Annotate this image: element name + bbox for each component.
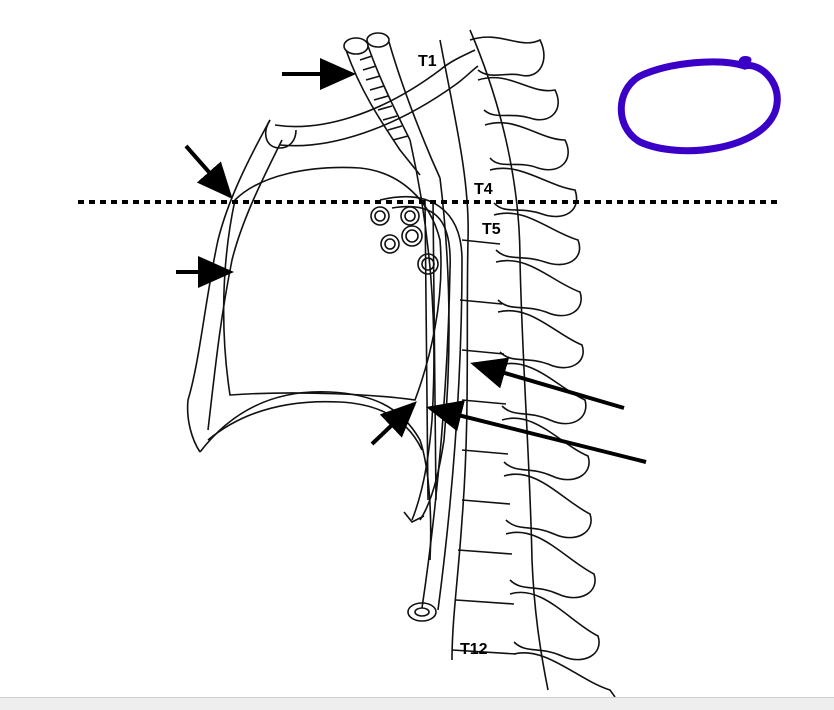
- trachea: [343, 32, 441, 179]
- hilar-vessels: [370, 206, 439, 275]
- arrow-sternal-angle: [184, 144, 233, 200]
- vertebra-6: [495, 259, 582, 317]
- spine-anterior-border: [439, 39, 469, 661]
- spine-posterior-border: [469, 29, 549, 691]
- vertebra-3: [484, 121, 569, 171]
- vertebral-column: [439, 29, 616, 698]
- arrow-aorta: [470, 357, 625, 410]
- arrow-thoracic-duct: [426, 400, 647, 464]
- vertebra-4: [489, 167, 578, 218]
- vertebra-13: [513, 652, 616, 698]
- label-t12: T12: [460, 641, 488, 658]
- vertebra-8: [499, 362, 587, 425]
- pointer-arrows: [176, 58, 647, 464]
- vertebra-10: [503, 473, 592, 539]
- lung: [222, 166, 442, 401]
- vertebra-9: [501, 417, 590, 481]
- vertebra-7: [497, 309, 584, 369]
- vertebra-12: [509, 591, 600, 661]
- annotation-circle: [617, 56, 781, 155]
- label-t5: T5: [482, 221, 501, 238]
- label-t4: T4: [474, 181, 493, 198]
- chest-wall: [186, 119, 432, 561]
- bottom-scrollbar[interactable]: [0, 697, 834, 710]
- vertebra-2: [477, 76, 559, 121]
- vertebra-1: [469, 36, 545, 77]
- vertebra-11: [505, 531, 596, 599]
- label-t1: T1: [418, 53, 437, 70]
- arrow-esophagus: [370, 401, 417, 446]
- clavicle: [264, 49, 479, 149]
- vertebra-5: [493, 212, 581, 266]
